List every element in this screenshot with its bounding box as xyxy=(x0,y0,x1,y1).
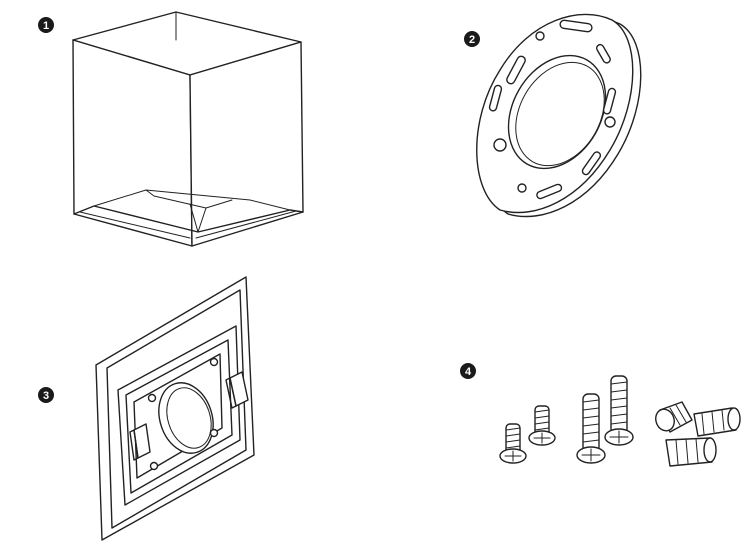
lamp-housing-icon xyxy=(72,11,304,247)
wall-backplate-icon xyxy=(95,276,255,541)
long-screw-2 xyxy=(604,375,634,446)
part-number-4: 4 xyxy=(465,366,472,378)
wire-nut-1 xyxy=(655,401,693,433)
screws-and-wire-nuts-icon xyxy=(499,375,741,467)
long-screw-1 xyxy=(576,393,606,464)
part-badge-4: 4 xyxy=(460,363,476,379)
short-screw-2 xyxy=(528,405,556,446)
short-screw-1 xyxy=(499,423,527,464)
wire-nut-2 xyxy=(693,407,741,437)
part-badge-1: 1 xyxy=(38,17,54,33)
part-badge-3: 3 xyxy=(38,387,54,403)
wire-nut-3 xyxy=(665,437,717,467)
part-number-1: 1 xyxy=(43,20,49,32)
mounting-plate-icon xyxy=(476,13,642,218)
part-number-3: 3 xyxy=(43,390,49,402)
part-number-2: 2 xyxy=(469,34,475,46)
part-badge-2: 2 xyxy=(464,31,480,47)
